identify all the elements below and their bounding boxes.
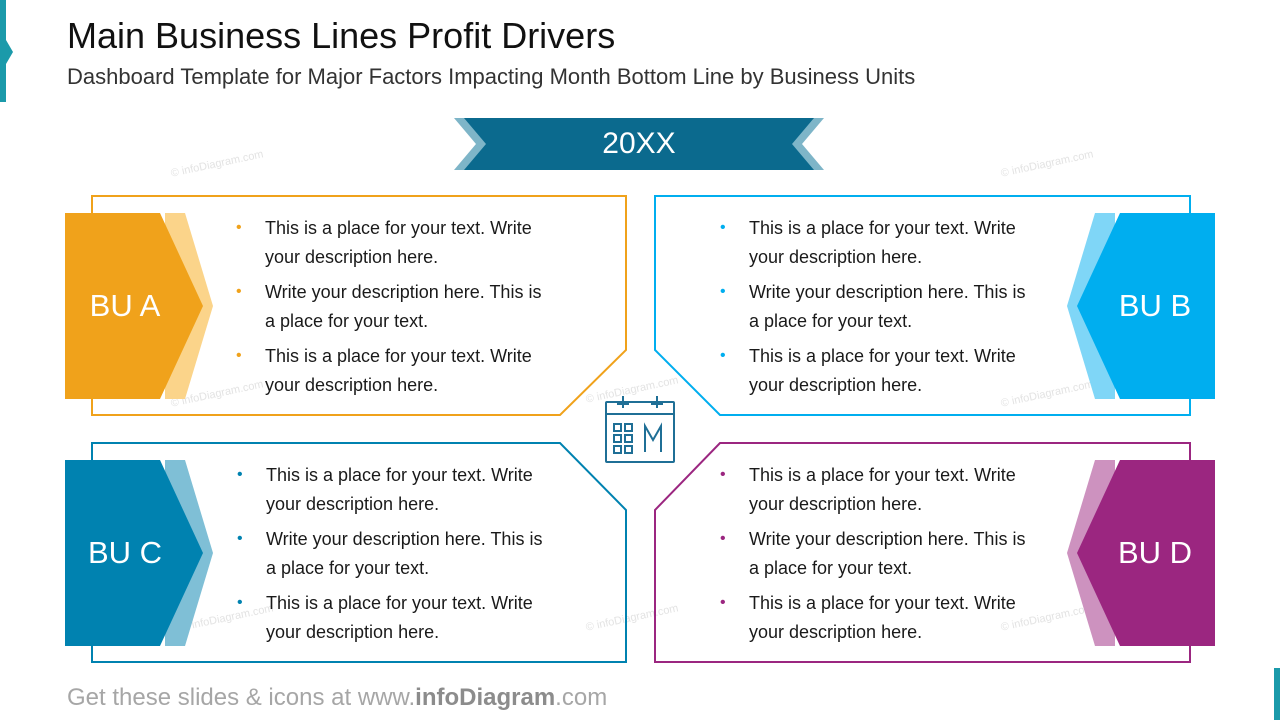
watermark: © infoDiagram.com <box>999 148 1095 180</box>
corner-accent-bar <box>1274 668 1280 720</box>
list-item: •This is a place for your text. Write yo… <box>237 593 533 642</box>
bu-label: BU D <box>1117 535 1193 570</box>
bu-label: BU B <box>1118 288 1192 323</box>
list-item: •Write your description here. This is a … <box>237 529 543 578</box>
bullet-list-bu-c: •This is a place for your text. Write yo… <box>236 461 556 653</box>
accent-bar <box>0 0 6 102</box>
accent-notch <box>6 40 13 64</box>
badge-bu-a: BU A <box>65 213 215 399</box>
list-item: •This is a place for your text. Write yo… <box>236 218 532 267</box>
watermark: © infoDiagram.com <box>169 148 265 180</box>
footer-brand: infoDiagram <box>415 684 556 711</box>
bu-label: BU C <box>87 535 163 570</box>
year-label: 20XX <box>602 127 676 160</box>
year-banner: 20XX <box>454 118 824 170</box>
list-item: •Write your description here. This is a … <box>236 282 542 331</box>
list-item: •This is a place for your text. Write yo… <box>236 346 532 395</box>
bullet-list-bu-d: •This is a place for your text. Write yo… <box>719 461 1039 653</box>
bullet-list-bu-a: •This is a place for your text. Write yo… <box>235 214 555 406</box>
bullet-list-bu-b: •This is a place for your text. Write yo… <box>719 214 1039 406</box>
list-item: •This is a place for your text. Write yo… <box>720 346 1016 395</box>
bu-label: BU A <box>89 288 161 323</box>
footer-promo: Get these slides & icons at www.infoDiag… <box>67 684 608 711</box>
badge-bu-b: BU B <box>1065 213 1215 399</box>
list-item: •This is a place for your text. Write yo… <box>237 465 533 514</box>
slide-title: Main Business Lines Profit Drivers <box>67 15 616 56</box>
badge-bu-d: BU D <box>1065 460 1215 646</box>
watermark: © infoDiagram.com <box>584 602 680 634</box>
list-item: •This is a place for your text. Write yo… <box>720 465 1016 514</box>
list-item: •Write your description here. This is a … <box>720 529 1026 578</box>
list-item: •This is a place for your text. Write yo… <box>720 593 1016 642</box>
slide-subtitle: Dashboard Template for Major Factors Imp… <box>67 64 916 89</box>
list-item: •Write your description here. This is a … <box>720 282 1026 331</box>
ribbon-shape <box>454 118 824 170</box>
list-item: •This is a place for your text. Write yo… <box>720 218 1016 267</box>
badge-bu-c: BU C <box>65 460 215 646</box>
calendar-month-icon <box>603 394 677 464</box>
